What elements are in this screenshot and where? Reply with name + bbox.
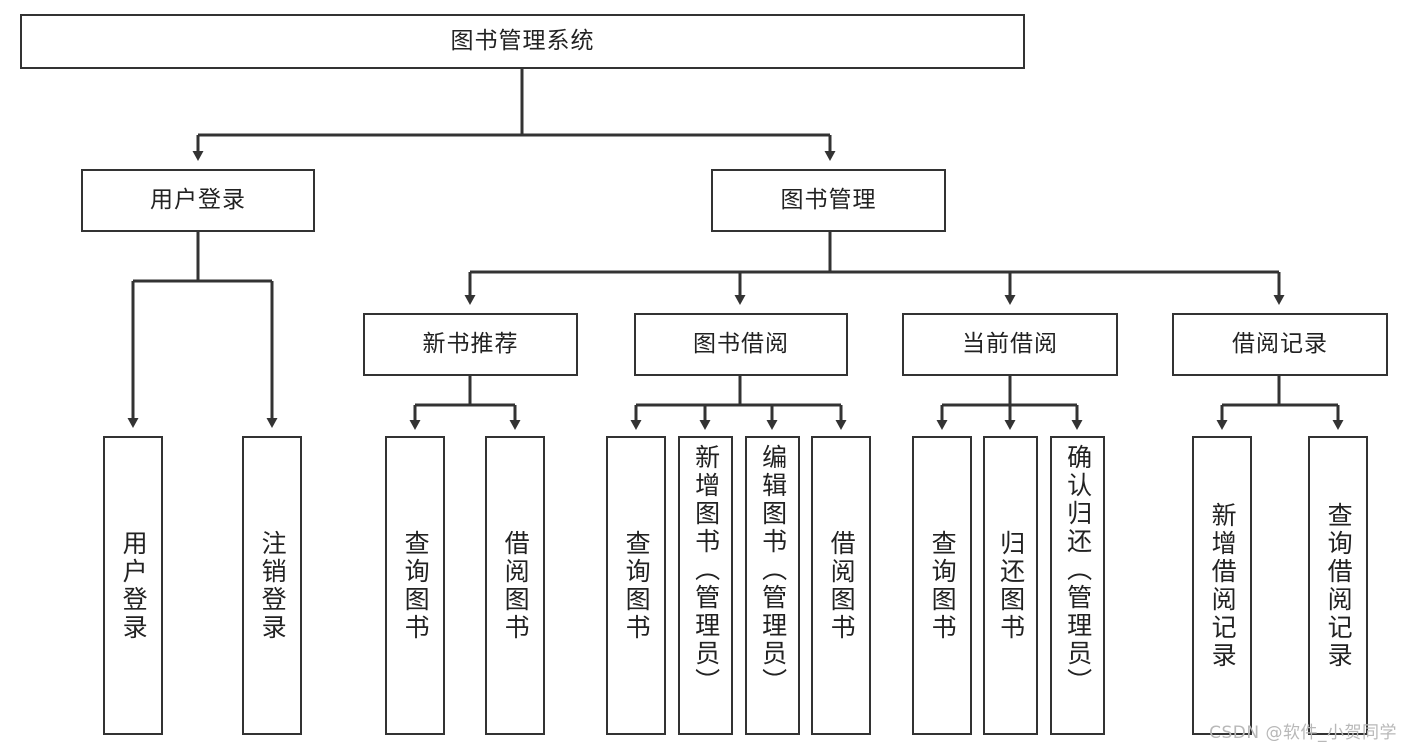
- node-label: 借阅记录: [1232, 331, 1328, 358]
- node-label: 查询图书: [622, 529, 652, 642]
- leaf-new-book-borrow-book[interactable]: 借阅图书: [485, 436, 545, 735]
- node-label: 图书管理: [780, 187, 877, 214]
- node-book-borrow[interactable]: 图书借阅: [634, 313, 848, 376]
- leaf-book-borrow-borrow-book[interactable]: 借阅图书: [811, 436, 871, 735]
- node-user-login[interactable]: 用户登录: [81, 169, 315, 232]
- node-current-borrow[interactable]: 当前借阅: [902, 313, 1118, 376]
- node-label: 新增借阅记录: [1208, 501, 1238, 670]
- node-label: 新增图书（管理员）: [691, 444, 721, 696]
- node-label: 图书借阅: [693, 331, 789, 358]
- leaf-book-borrow-add-book-admin[interactable]: 新增图书（管理员）: [678, 436, 733, 735]
- leaf-current-borrow-confirm-return-admin[interactable]: 确认归还（管理员）: [1050, 436, 1105, 735]
- node-borrow-records[interactable]: 借阅记录: [1172, 313, 1388, 376]
- leaf-current-borrow-query-book[interactable]: 查询图书: [912, 436, 972, 735]
- node-label: 借阅图书: [827, 529, 857, 642]
- node-book-management[interactable]: 图书管理: [711, 169, 946, 232]
- leaf-book-borrow-query-book[interactable]: 查询图书: [606, 436, 666, 735]
- node-label: 查询图书: [928, 529, 958, 642]
- node-label: 新书推荐: [422, 331, 519, 358]
- leaf-user-login-logout[interactable]: 注销登录: [242, 436, 302, 735]
- node-label: 图书管理系统: [450, 28, 595, 55]
- node-label: 确认归还（管理员）: [1063, 444, 1093, 696]
- node-label: 编辑图书（管理员）: [758, 444, 788, 696]
- node-label: 用户登录: [150, 187, 246, 214]
- node-new-book-recommend[interactable]: 新书推荐: [363, 313, 578, 376]
- node-label: 查询图书: [401, 529, 431, 642]
- leaf-current-borrow-return-book[interactable]: 归还图书: [983, 436, 1038, 735]
- leaf-user-login-login[interactable]: 用户登录: [103, 436, 163, 735]
- node-label: 注销登录: [258, 529, 288, 642]
- csdn-watermark: CSDN @软件_小贺同学: [1209, 723, 1397, 743]
- leaf-book-borrow-edit-book-admin[interactable]: 编辑图书（管理员）: [745, 436, 800, 735]
- node-label: 用户登录: [119, 529, 149, 642]
- leaf-records-query-record[interactable]: 查询借阅记录: [1308, 436, 1368, 735]
- node-label: 借阅图书: [501, 529, 531, 642]
- node-label: 当前借阅: [962, 331, 1058, 358]
- node-label: 查询借阅记录: [1324, 501, 1354, 670]
- leaf-new-book-query-book[interactable]: 查询图书: [385, 436, 445, 735]
- node-label: 归还图书: [996, 529, 1026, 642]
- node-root-book-management-system[interactable]: 图书管理系统: [20, 14, 1025, 69]
- leaf-records-add-record[interactable]: 新增借阅记录: [1192, 436, 1252, 735]
